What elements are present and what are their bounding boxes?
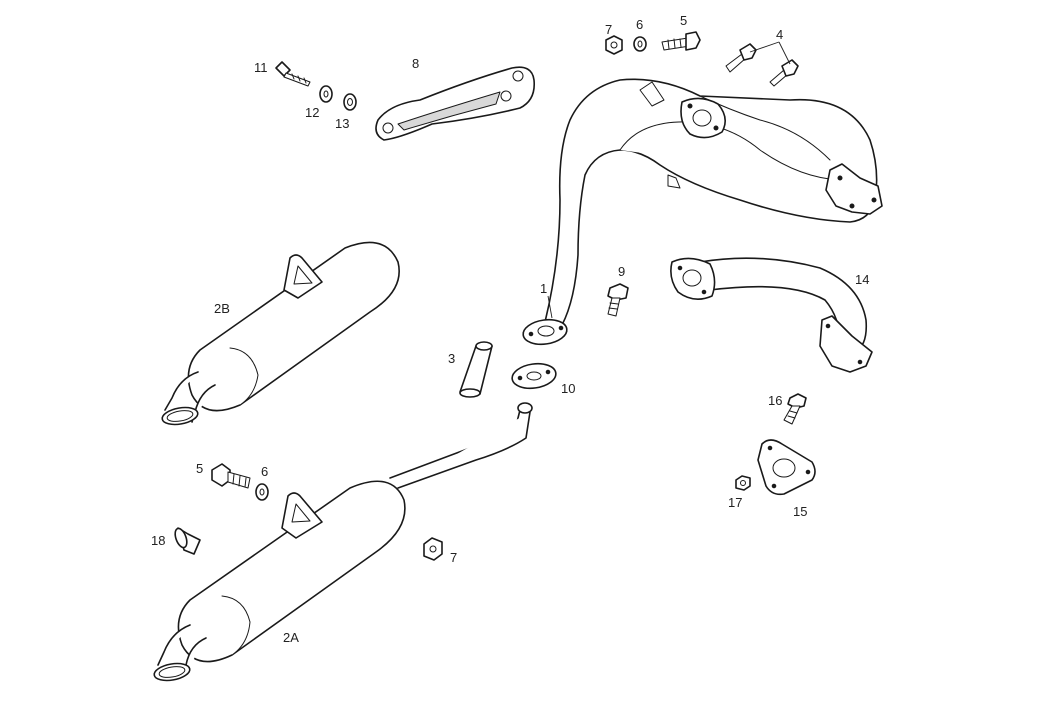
part-4-bolts xyxy=(725,43,799,87)
label-9: 9 xyxy=(618,264,625,279)
part-11-screw xyxy=(275,61,311,87)
part-16-bolt xyxy=(783,393,807,425)
label-2b: 2B xyxy=(214,301,230,316)
part-5-bolt-low xyxy=(211,463,251,489)
label-11: 11 xyxy=(254,60,268,75)
label-13: 13 xyxy=(335,116,349,131)
label-14: 14 xyxy=(855,272,869,287)
label-5-top: 5 xyxy=(680,13,687,28)
part-15-flange xyxy=(757,439,816,496)
label-16: 16 xyxy=(768,393,782,408)
part-3-sleeve xyxy=(459,341,493,398)
label-6-top: 6 xyxy=(636,17,643,32)
part-10-gasket xyxy=(511,362,557,390)
part-7-nut-top xyxy=(605,35,623,55)
label-7-top: 7 xyxy=(605,22,612,37)
part-6-washer-top xyxy=(633,36,647,52)
label-15: 15 xyxy=(793,504,807,519)
label-10: 10 xyxy=(561,381,575,396)
callout-labels: 1 2A 2B 3 4 5 5 6 6 7 7 8 9 10 11 12 13 … xyxy=(151,13,869,645)
label-2a: 2A xyxy=(283,630,299,645)
label-6-low: 6 xyxy=(261,464,268,479)
label-18: 18 xyxy=(151,533,165,548)
part-18-grommet xyxy=(174,527,201,555)
part-6-washer-low xyxy=(255,483,269,501)
label-8: 8 xyxy=(412,56,419,71)
label-7-low: 7 xyxy=(450,550,457,565)
part-9-bolt xyxy=(607,283,629,317)
part-2a-silencer xyxy=(153,402,533,682)
label-1: 1 xyxy=(540,281,547,296)
part-8-heat-shield xyxy=(375,66,536,141)
part-12-washer xyxy=(319,85,333,103)
label-5-low: 5 xyxy=(196,461,203,476)
part-14-pipe xyxy=(670,257,873,373)
label-17: 17 xyxy=(728,495,742,510)
part-2b-silencer xyxy=(161,241,400,426)
part-17-nut xyxy=(735,475,751,491)
part-13-washer xyxy=(343,93,357,111)
label-3: 3 xyxy=(448,351,455,366)
label-4: 4 xyxy=(776,27,783,42)
part-1-manifold xyxy=(522,78,883,346)
label-12: 12 xyxy=(305,105,319,120)
leader-lines xyxy=(547,41,791,319)
part-5-bolt-top xyxy=(661,31,701,51)
part-7-nut-low xyxy=(423,537,443,561)
